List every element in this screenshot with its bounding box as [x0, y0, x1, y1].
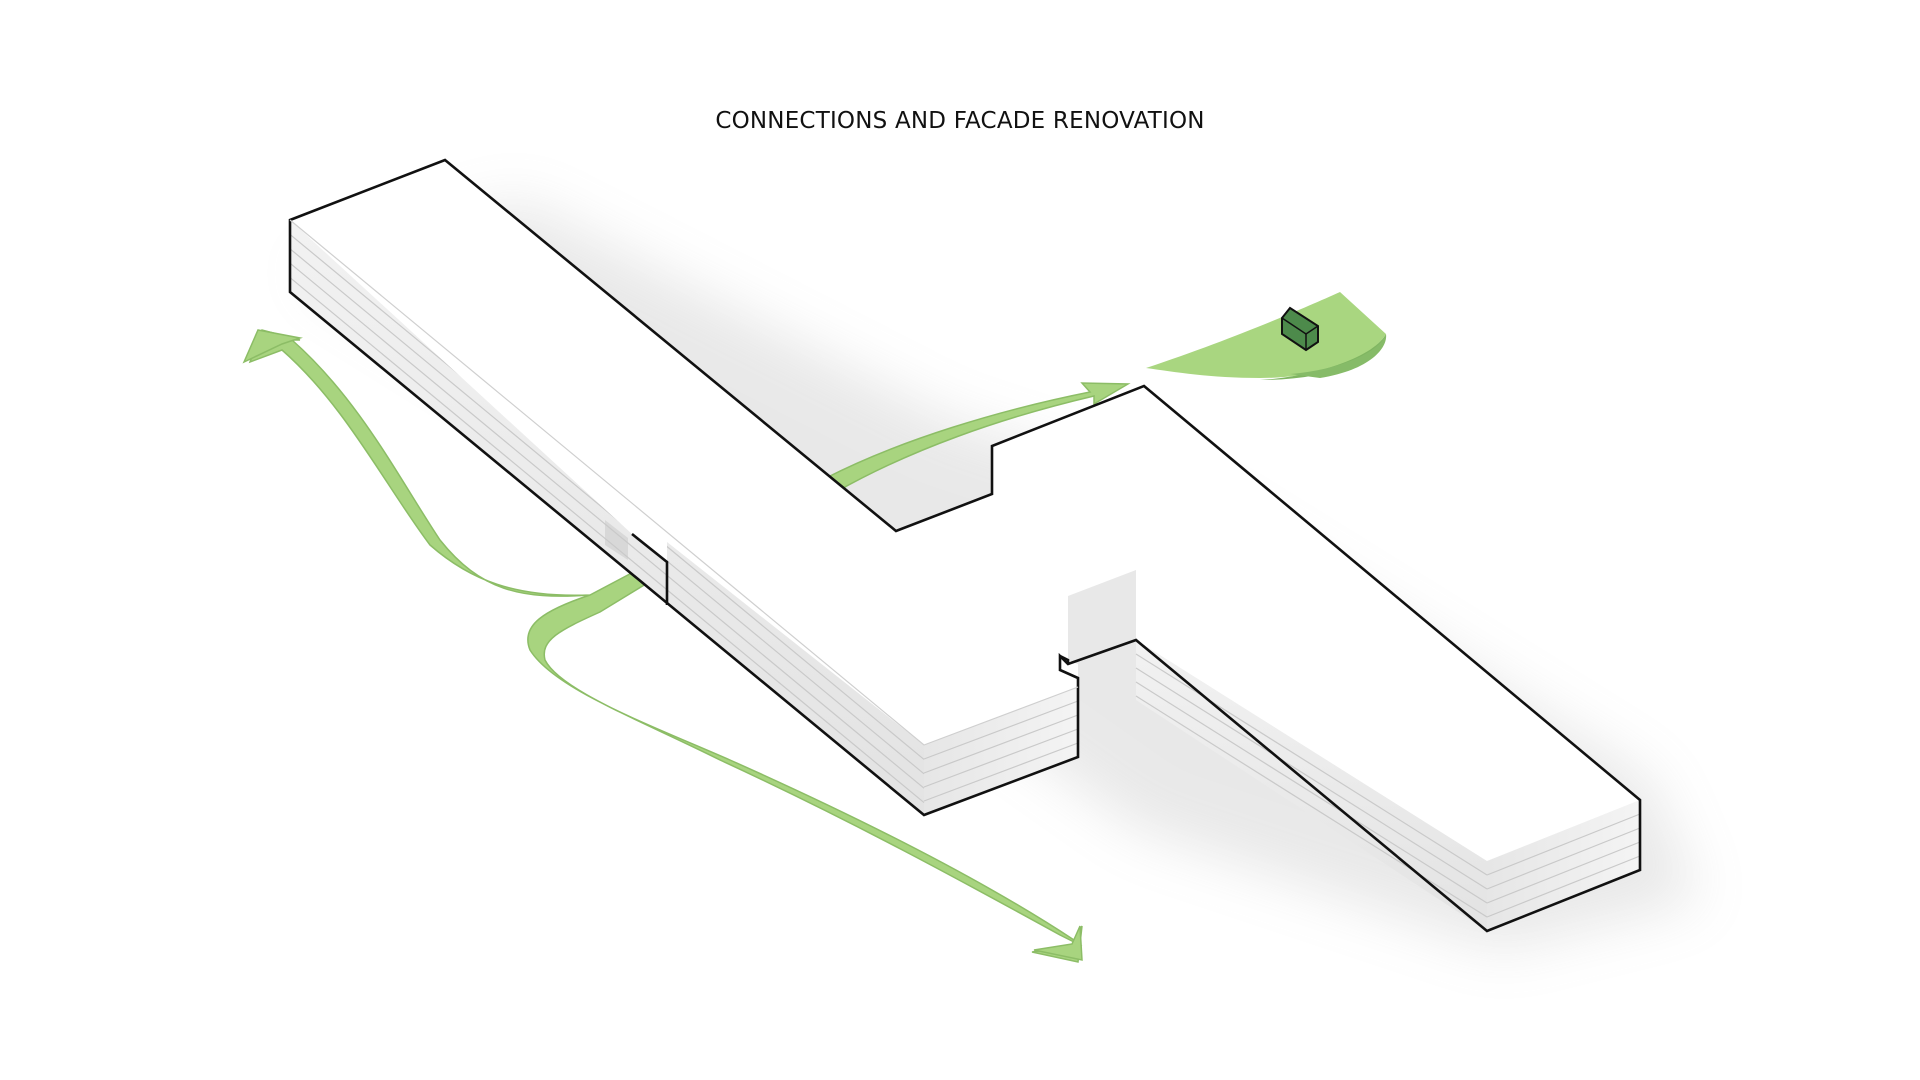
park-green-space: [1146, 292, 1387, 380]
west-wing-facade: [290, 220, 924, 815]
floor-line: [923, 700, 1079, 760]
arrowhead-up-icon: [242, 329, 303, 364]
floor-line: [289, 262, 925, 789]
pavilion-icon: [1281, 306, 1319, 352]
floor-line: [1135, 667, 1488, 890]
courtyard-connection-arrow: [824, 382, 1131, 493]
floor-line: [1135, 653, 1488, 876]
pedestrian-connection-path: [242, 329, 1083, 963]
diagram-title: CONNECTIONS AND FACADE RENOVATION: [715, 108, 1205, 134]
edge-line-notch: [631, 532, 669, 605]
floor-line: [923, 728, 1079, 788]
floor-line: [923, 714, 1079, 774]
floor-line: [289, 248, 925, 775]
west-wing-end-facade: [924, 687, 1078, 815]
floor-line: [289, 277, 925, 804]
arrowhead-down-icon: [1033, 925, 1083, 961]
building-mass: [288, 158, 1642, 933]
floor-line: [1486, 813, 1641, 876]
building-outline: [288, 158, 1642, 933]
path-ribbon: [248, 329, 1083, 963]
floor-line: [1486, 841, 1641, 904]
floor-line: [1486, 827, 1641, 890]
roof-plan: [290, 160, 1640, 861]
east-wing-end-facade: [1487, 800, 1640, 931]
floor-line: [1486, 855, 1641, 918]
edge-line-inner: [1059, 654, 1070, 664]
floor-lines: [289, 233, 1641, 918]
floor-line: [923, 742, 1079, 802]
floor-line: [1135, 681, 1488, 904]
floor-line: [1135, 695, 1488, 918]
edge-line: [289, 219, 1079, 746]
